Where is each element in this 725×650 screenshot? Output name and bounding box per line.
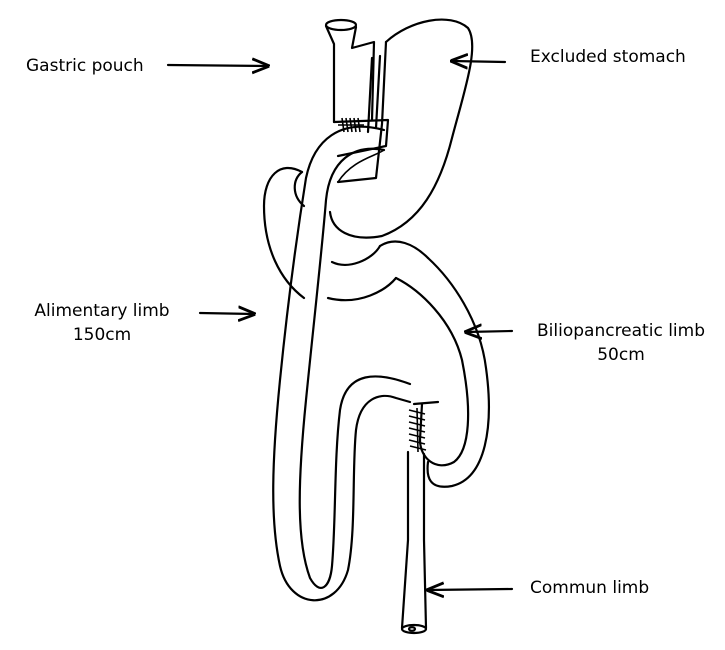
excluded-stomach-shape bbox=[328, 18, 474, 239]
gastric-pouch-shape bbox=[324, 18, 390, 158]
excluded-stomach-label: Excluded stomach bbox=[530, 47, 686, 67]
excluded-stomach-arrow bbox=[452, 61, 507, 62]
commun-limb-label: Commun limb bbox=[530, 578, 650, 598]
biliopancreatic-limb-arrow bbox=[466, 331, 514, 332]
gastric-pouch-label: Gastric pouch bbox=[26, 56, 144, 76]
gastric-pouch-arrow bbox=[166, 65, 268, 66]
biliopancreatic-limb-shape bbox=[394, 256, 490, 488]
biliopancreatic-limb-name: Biliopancreatic limb bbox=[537, 321, 705, 341]
alimentary-limb-arrow bbox=[198, 313, 254, 314]
commun-limb-arrow bbox=[428, 589, 514, 590]
jejunal-staple-line bbox=[408, 407, 427, 453]
pouch-staple-line bbox=[338, 117, 364, 133]
biliopancreatic-limb-length: 50cm bbox=[597, 345, 645, 365]
alimentary-limb-name: Alimentary limb bbox=[34, 301, 170, 321]
alimentary-limb-label: Alimentary limb 150cm bbox=[26, 299, 178, 347]
alimentary-limb-shape bbox=[272, 125, 412, 602]
common-limb-shape bbox=[400, 450, 428, 635]
biliopancreatic-limb-label: Biliopancreatic limb 50cm bbox=[526, 319, 716, 367]
alimentary-limb-length: 150cm bbox=[72, 325, 132, 345]
